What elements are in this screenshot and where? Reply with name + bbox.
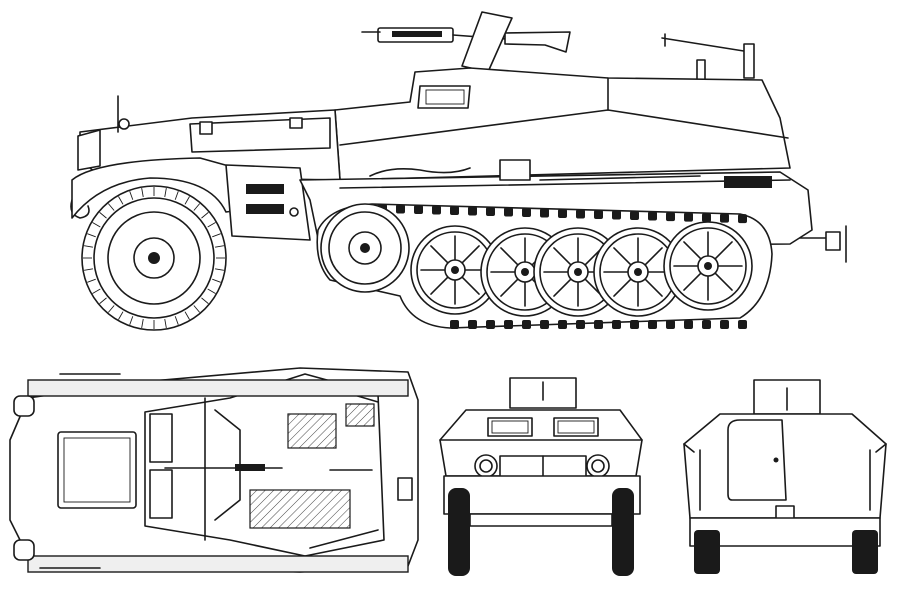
road-wheel xyxy=(410,225,500,315)
track-links xyxy=(378,204,747,329)
road-wheel xyxy=(663,221,753,311)
upper-hull xyxy=(334,67,791,181)
front-wheel xyxy=(81,185,227,331)
machine-gun xyxy=(361,27,571,53)
rear-track-right xyxy=(852,530,878,574)
rear-track-left xyxy=(694,530,720,574)
rear-coupling xyxy=(799,225,847,263)
side-view-drawing xyxy=(70,11,847,331)
bench-seat xyxy=(249,489,351,529)
front-bumper xyxy=(77,129,101,171)
engine-deck-hatch xyxy=(57,431,137,509)
road-wheels xyxy=(410,221,753,317)
front-wheel-right xyxy=(612,488,634,576)
rear-view-drawing xyxy=(683,379,887,574)
rear-door xyxy=(727,419,787,501)
louvred-box xyxy=(225,164,311,241)
antenna-mount xyxy=(661,33,755,81)
front-fender xyxy=(71,157,241,219)
vision-port xyxy=(417,85,471,109)
drive-sprocket xyxy=(320,203,410,293)
top-view-drawing xyxy=(9,367,419,573)
front-view-drawing xyxy=(439,377,643,576)
front-wheel-left xyxy=(448,488,470,576)
